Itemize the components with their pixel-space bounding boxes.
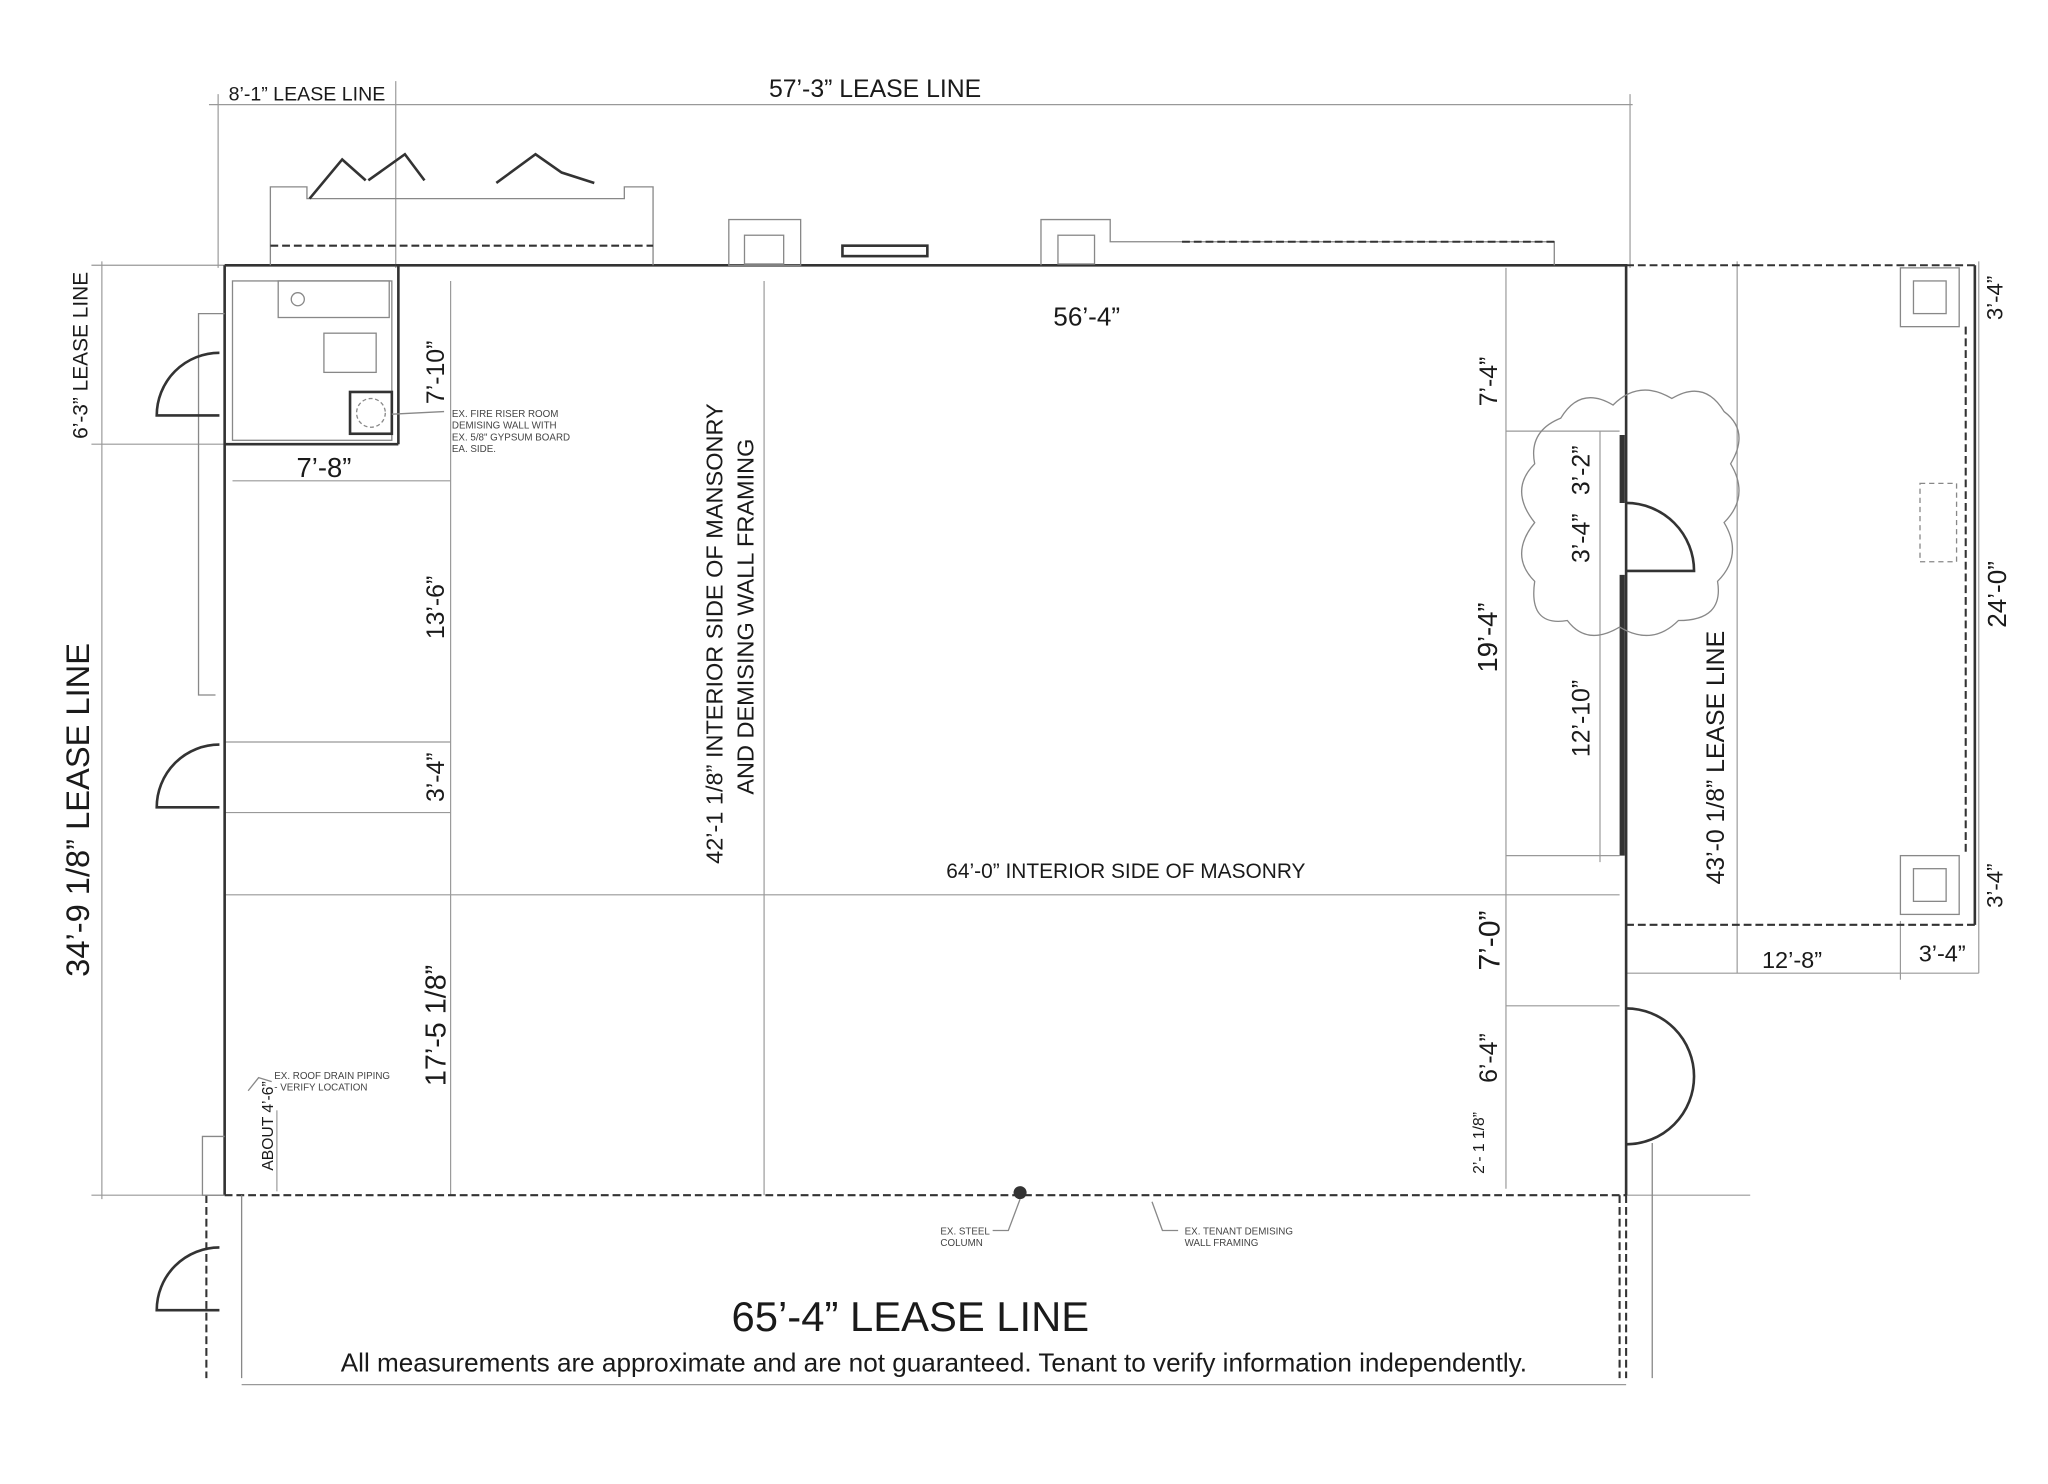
svg-text:EX. STEEL: EX. STEEL xyxy=(940,1226,990,1237)
dim-2-1-1-8: 2’- 1 1/8” xyxy=(1471,1112,1488,1174)
dim-8-1-lease-line: 8’-1” LEASE LINE xyxy=(229,84,386,106)
svg-text:- VERIFY LOCATION: - VERIFY LOCATION xyxy=(274,1083,367,1094)
svg-text:EX. ROOF DRAIN PIPING: EX. ROOF DRAIN PIPING xyxy=(274,1071,390,1082)
dim-42-1-interior-1: 42’-1 1/8” INTERIOR SIDE OF MANSONRY xyxy=(701,403,727,864)
dim-19-4: 19’-4” xyxy=(1472,602,1503,672)
dim-17-5: 17’-5 1/8” xyxy=(420,965,452,1086)
note-roof-drain: EX. ROOF DRAIN PIPING - VERIFY LOCATION xyxy=(274,1071,390,1094)
dim-door-3-2: 3’-2” xyxy=(1569,446,1596,496)
svg-text:COLUMN: COLUMN xyxy=(940,1238,982,1249)
note-fire-riser: EX. FIRE RISER ROOM DEMISING WALL WITH E… xyxy=(452,409,570,455)
dim-7-4-right: 7’-4” xyxy=(1476,357,1503,407)
walls xyxy=(155,152,1977,1379)
svg-text:EX. FIRE RISER ROOM: EX. FIRE RISER ROOM xyxy=(452,409,559,420)
plan-title: 65’-4” LEASE LINE xyxy=(732,1293,1090,1340)
svg-text:EX. 5/8" GYPSUM BOARD: EX. 5/8" GYPSUM BOARD xyxy=(452,432,570,443)
dim-3-4-left: 3’-4” xyxy=(423,752,450,802)
dim-annex-width-3-4: 3’-4” xyxy=(1919,940,1966,966)
dim-56-4: 56’-4” xyxy=(1053,301,1120,331)
dim-annex-bottom-3-4: 3’-4” xyxy=(1982,863,2007,907)
dim-about-4-6: ABOUT 4’-6” xyxy=(260,1081,277,1170)
dim-riser-width: 7’-8” xyxy=(297,452,352,483)
dim-43-0-lease-line: 43’-0 1/8” LEASE LINE xyxy=(1703,631,1730,885)
dim-13-6: 13’-6” xyxy=(423,576,450,639)
dim-64-0-interior: 64’-0” INTERIOR SIDE OF MASONRY xyxy=(946,860,1305,883)
svg-text:EA. SIDE.: EA. SIDE. xyxy=(452,444,496,455)
note-tenant-wall: EX. TENANT DEMISING WALL FRAMING xyxy=(1185,1226,1293,1249)
svg-text:WALL FRAMING: WALL FRAMING xyxy=(1185,1238,1259,1249)
dim-7-0: 7’-0” xyxy=(1473,910,1506,970)
tree-cloud xyxy=(1521,389,1740,637)
dimension-lines xyxy=(91,81,1980,1386)
dim-24-0: 24’-0” xyxy=(1982,561,2012,628)
note-steel-column: EX. STEEL COLUMN xyxy=(940,1226,990,1249)
dim-6-4: 6’-4” xyxy=(1476,1033,1503,1083)
dim-12-10: 12’-10” xyxy=(1569,680,1596,757)
dim-annex-top-3-4: 3’-4” xyxy=(1982,276,2007,320)
dim-6-3-lease-line: 6’-3” LEASE LINE xyxy=(70,272,93,439)
dim-42-1-interior-2: AND DEMISING WALL FRAMING xyxy=(733,439,759,795)
dim-57-3-lease-line: 57’-3” LEASE LINE xyxy=(769,76,981,103)
dim-34-9-lease-line: 34’-9 1/8” LEASE LINE xyxy=(59,643,96,977)
disclaimer: All measurements are approximate and are… xyxy=(341,1348,1527,1378)
svg-text:EX. TENANT DEMISING: EX. TENANT DEMISING xyxy=(1185,1226,1293,1237)
dim-door-3-4: 3’-4” xyxy=(1569,513,1596,563)
steel-column xyxy=(1013,1186,1027,1200)
dim-riser-height: 7’-10” xyxy=(423,341,450,404)
dim-12-8: 12’-8” xyxy=(1762,947,1822,973)
svg-text:DEMISING WALL WITH: DEMISING WALL WITH xyxy=(452,421,557,432)
